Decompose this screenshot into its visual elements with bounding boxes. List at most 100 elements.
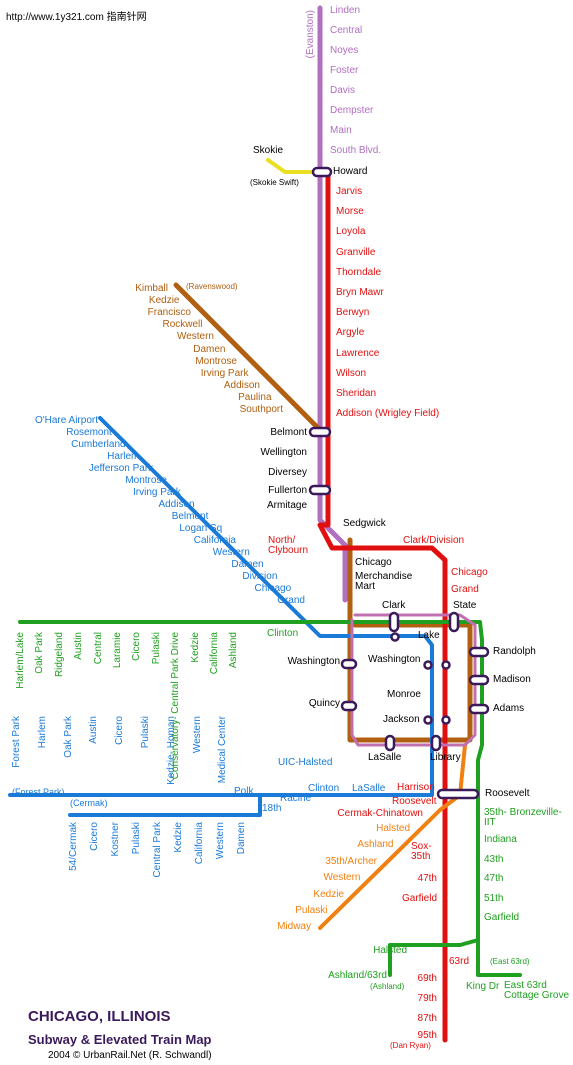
station-label: Harlem/Lake [15, 632, 26, 689]
station-label: 43th [484, 853, 504, 865]
station-label: Western [215, 822, 226, 860]
station-label: Rockwell [162, 319, 203, 331]
station-label: Logan Sq [179, 523, 223, 534]
station-label: Cicero [114, 716, 126, 745]
cermak-note: (Cermak) [70, 798, 108, 808]
station-label: Armitage [266, 500, 307, 511]
station-label: Jackson [383, 714, 420, 725]
station-label: UIC-Halsted [278, 757, 333, 768]
station-label: Medical Center [217, 716, 229, 784]
station-label: California [209, 632, 220, 675]
station-label: Damen [193, 343, 226, 355]
station-label: Montrose [195, 355, 237, 367]
station-label: Addison [223, 379, 260, 391]
station-label: Pulaski [295, 905, 328, 916]
station-label: O'Hare Airport [34, 415, 98, 426]
station-label: Ashland/63rd [328, 970, 387, 981]
station-label: Washington [368, 654, 421, 665]
station-label: Fullerton [268, 485, 307, 496]
station-label: Chicago [254, 583, 292, 594]
station-label: Rosemont [66, 427, 112, 438]
map-subtitle: Subway & Elevated Train Map [28, 1032, 212, 1047]
station-label: Oak Park [34, 632, 46, 674]
station-label: Chicago [355, 557, 392, 568]
station-label: Jefferson Park [88, 463, 154, 474]
station-label: Garfield [401, 893, 437, 904]
station-label: Central Park [152, 822, 163, 878]
station-label: Argyle [336, 327, 365, 339]
station-label: Adams [493, 703, 525, 714]
station-label: Clinton [308, 783, 340, 794]
station-label: North/ Clybourn [268, 535, 309, 556]
station-label: Halsted [373, 945, 407, 956]
station-label: Central [92, 632, 104, 665]
map-credit: 2004 © UrbanRail.Net (R. Schwandl) [48, 1050, 212, 1061]
station-label: California [193, 535, 236, 546]
station-label: Indiana [484, 834, 517, 845]
yellow-line [266, 158, 322, 174]
station-label: Francisco [147, 307, 191, 319]
station-label: Western [191, 716, 203, 754]
station-label: Lawrence [336, 347, 380, 359]
skokie-swift-note: (Skokie Swift) [250, 178, 299, 187]
dan-ryan-note: (Dan Ryan) [390, 1041, 431, 1050]
station-label: Washington [287, 656, 340, 667]
blue-line-cermak [68, 793, 262, 817]
station-label: 18th [262, 803, 282, 814]
station-label: Berwyn [336, 307, 370, 319]
station-label: 87th [417, 1013, 437, 1024]
station-label: Lake [418, 630, 440, 641]
station-label: East 63rd Cottage Grove [504, 980, 570, 1001]
station-label: Harlem [36, 716, 48, 749]
station-label: Library [430, 752, 461, 763]
blue-line-ohare [8, 416, 434, 797]
station-label: Pulaski [131, 822, 142, 855]
station-label: 47th [417, 873, 437, 884]
station-label: Clark/Division [403, 535, 465, 546]
station-label: Cumberland [71, 439, 126, 450]
station-label: Madison [493, 674, 531, 685]
station-label: California [194, 822, 205, 865]
station-label: Kedzie- Homan [165, 716, 177, 785]
station-label: Belmont [171, 511, 209, 522]
station-label: Kedzie [173, 822, 184, 853]
station-label: Thorndale [336, 266, 382, 278]
station-label: Grand [277, 595, 305, 606]
station-label: South Blvd. [330, 145, 382, 156]
station-label: Sheridan [336, 388, 377, 399]
station-label: Chicago [451, 567, 488, 578]
station-label: Midway [277, 921, 311, 933]
station-label: Halsted [376, 823, 410, 834]
station-label: Forest Park [11, 716, 22, 768]
station-label: State [453, 600, 477, 611]
transfer-stations [308, 166, 490, 800]
station-label: Kostner [110, 822, 121, 857]
station-label: Austin [73, 632, 85, 660]
station-label: Clinton [267, 628, 299, 639]
station-label: Granville [336, 246, 376, 258]
station-label: Bryn Mawr [336, 287, 384, 298]
purple-line [317, 5, 348, 603]
station-label: Quincy [308, 698, 340, 709]
station-label: Cermak-Chinatown [337, 808, 423, 819]
station-label: Noyes [330, 45, 359, 56]
station-label: 35th- Bronzeville-IIT [484, 807, 562, 828]
station-label: Roosevelt [485, 788, 530, 799]
station-label: Ridgeland [53, 632, 65, 678]
forest-park-note: (Forest Park) [12, 787, 65, 797]
station-label: Merchandise Mart [355, 571, 413, 592]
station-label: Sedgwick [343, 518, 386, 529]
station-label: Addison (Wrigley Field) [336, 408, 440, 420]
station-label: Western [323, 872, 361, 884]
station-label: Sox- 35th [411, 841, 432, 862]
station-label: Dempster [330, 105, 374, 116]
station-label: Western [212, 547, 250, 558]
station-label: Cicero [131, 632, 143, 661]
station-label: Wilson [336, 367, 367, 379]
station-label: Montrose [125, 475, 167, 486]
station-label: Randolph [493, 646, 536, 657]
station-label: Laramie [112, 632, 123, 669]
station-label: Austin [88, 716, 100, 744]
station-label: 47th [484, 873, 504, 884]
